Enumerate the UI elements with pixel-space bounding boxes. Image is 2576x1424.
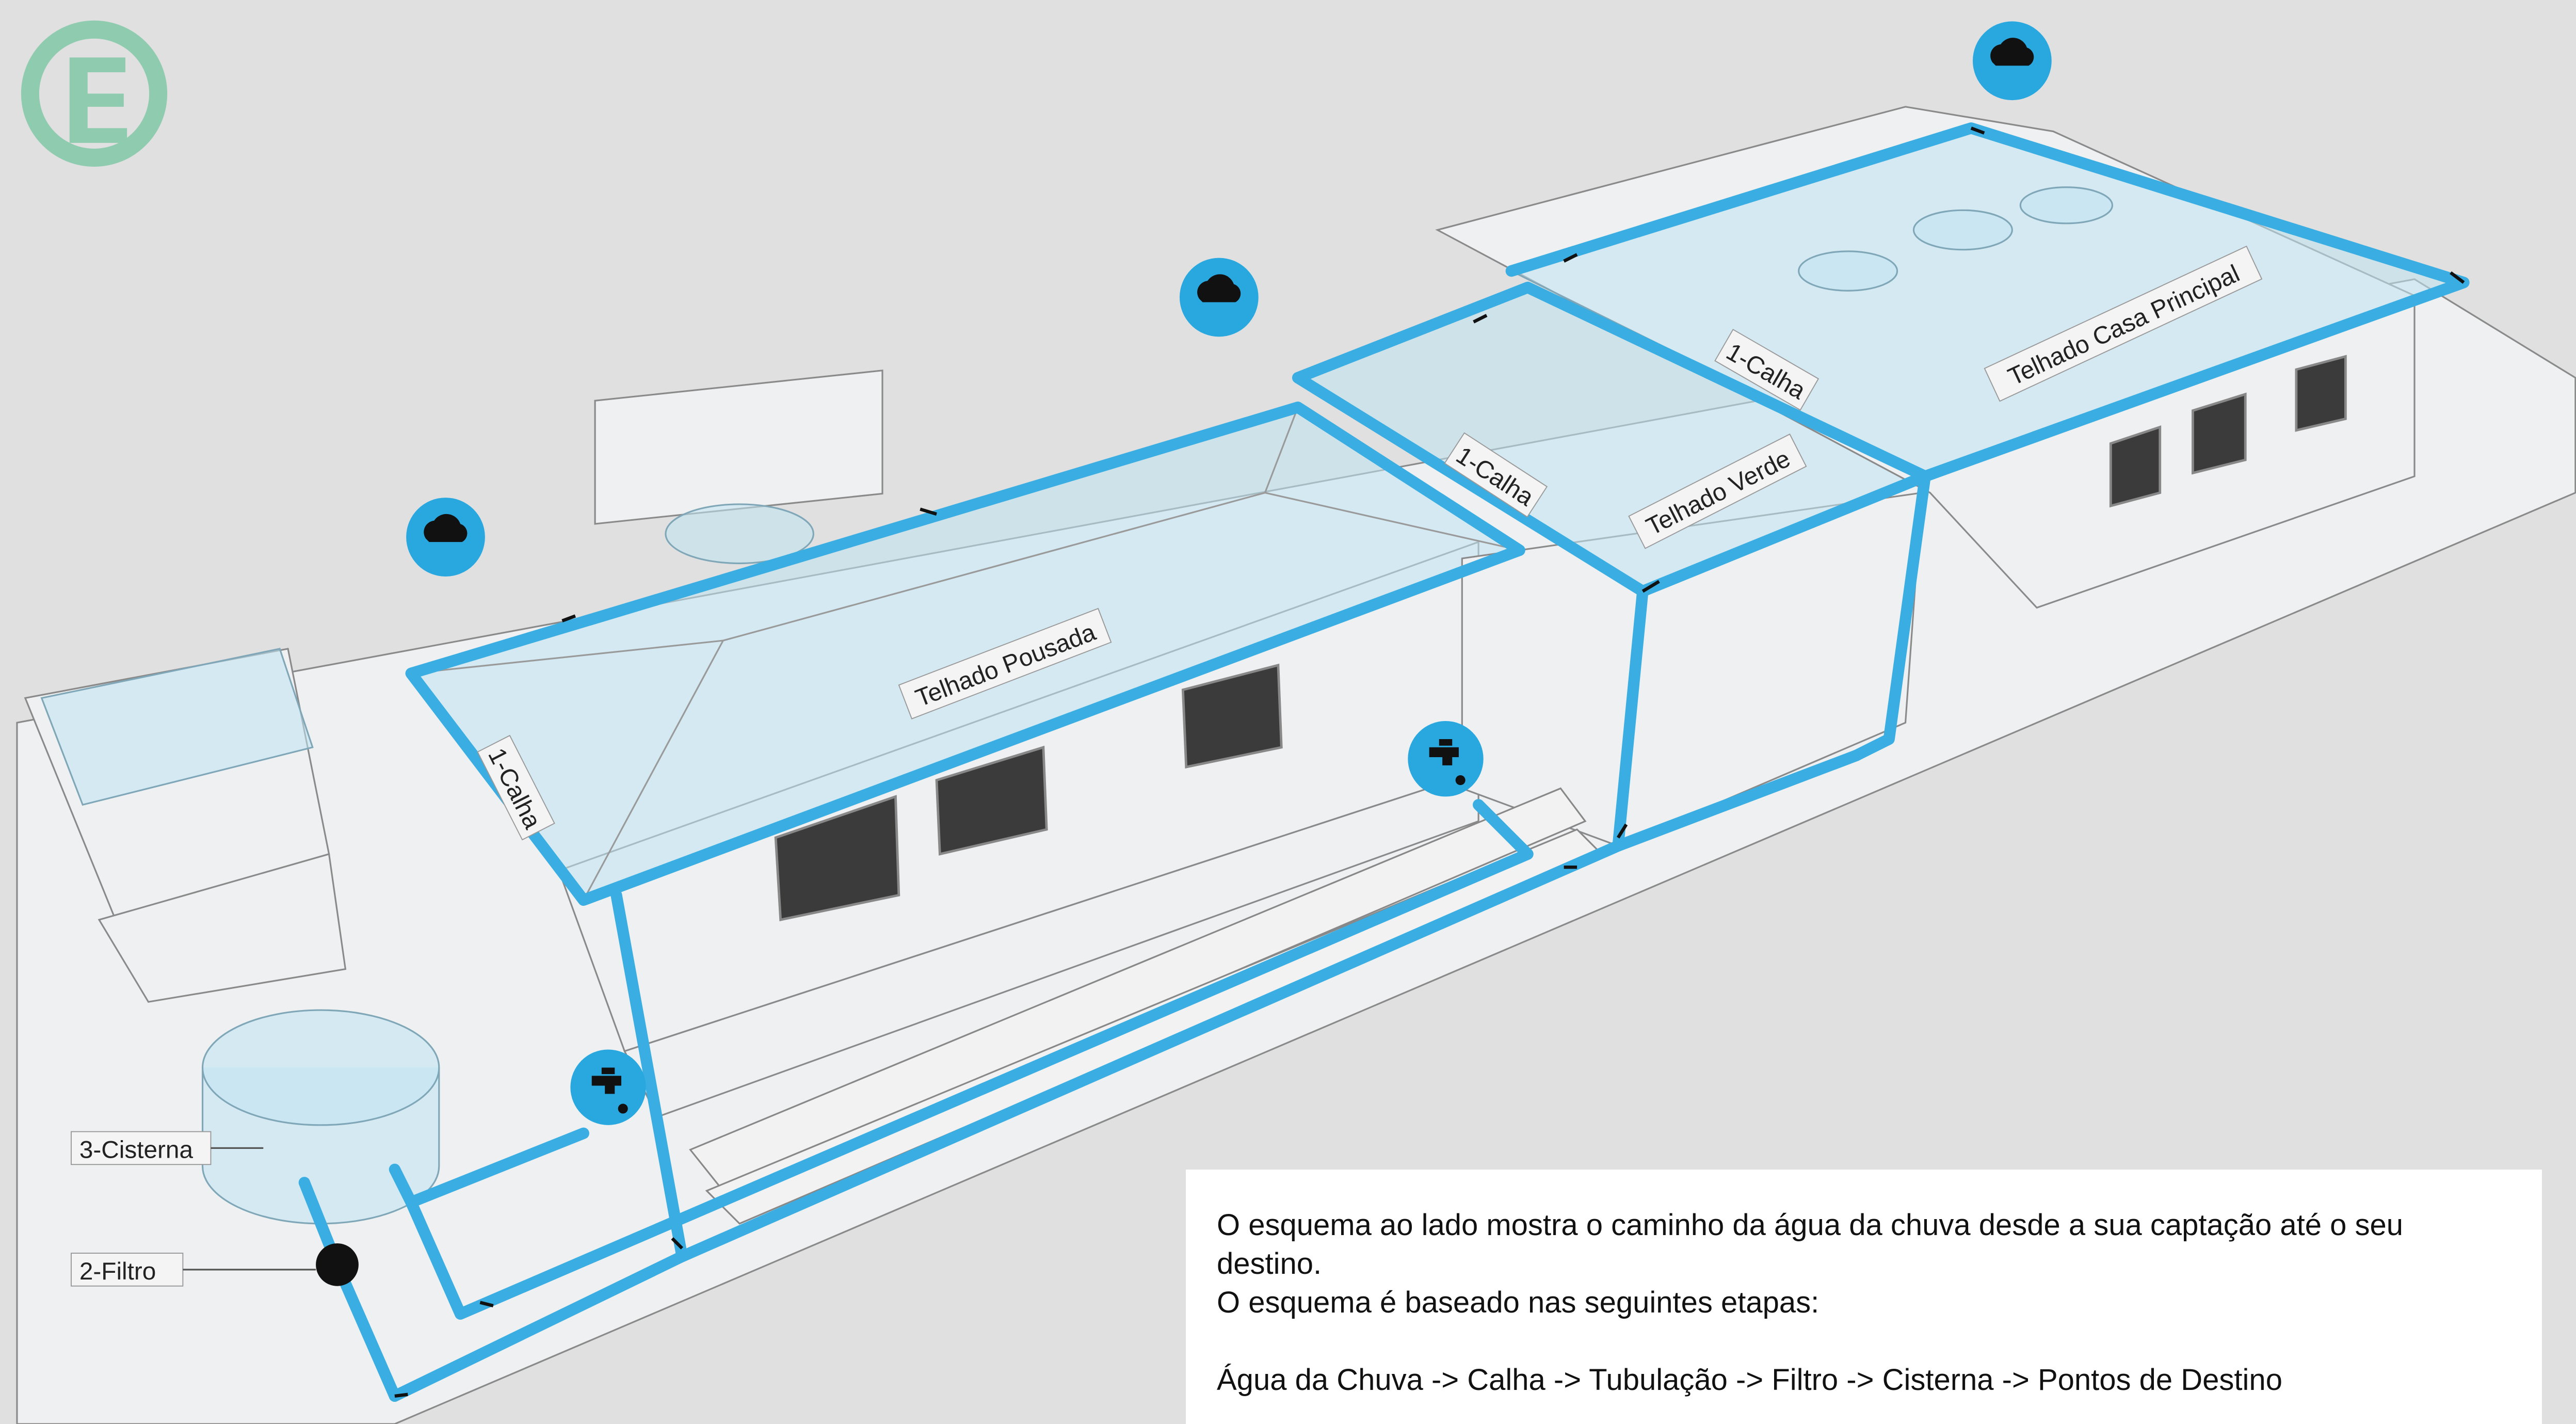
filter-marker (316, 1243, 359, 1286)
pipe-downspout-2 (1612, 585, 1649, 852)
pipe-to-taps (389, 799, 1534, 1320)
cistern (201, 1009, 440, 1225)
description-panel: O esquema ao lado mostra o caminho da ág… (1186, 1170, 2542, 1424)
pipe-downspout-3 (1850, 470, 1931, 761)
callout-cisterna: 3-Cisterna (71, 1131, 264, 1165)
callout-filtro: 2-Filtro (71, 1253, 316, 1287)
pipe-downspout-1 (610, 889, 688, 1262)
flow-steps: Água da Chuva -> Calha -> Tubulação -> F… (1217, 1363, 2282, 1397)
building-pousada (410, 370, 1522, 1118)
water-pipes (298, 122, 2470, 1402)
description-steps-intro: O esquema é baseado nas seguintes etapas… (1217, 1286, 1820, 1319)
svg-text:3-Cisterna: 3-Cisterna (79, 1136, 194, 1163)
paving (689, 787, 1603, 1225)
flow-arrows (334, 126, 2465, 1398)
rain-cloud-icon (406, 498, 485, 577)
rain-cloud-icon (1179, 258, 1259, 337)
water-tap-icon (1408, 721, 1484, 797)
svg-text:2-Filtro: 2-Filtro (79, 1258, 156, 1285)
rain-cloud-icon (1972, 21, 2052, 101)
description-text: O esquema ao lado mostra o caminho da ág… (1217, 1208, 2403, 1281)
building-casa-principal (1435, 106, 2467, 609)
pipe-roof-principal (1505, 122, 2470, 482)
logo (21, 20, 168, 167)
pipe-main-ground (389, 749, 1862, 1402)
water-tap-icon (570, 1049, 646, 1125)
